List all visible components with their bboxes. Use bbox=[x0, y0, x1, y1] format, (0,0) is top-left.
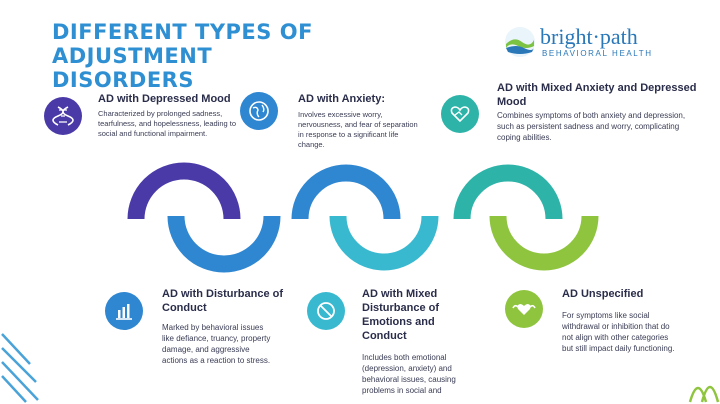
card-anxiety-description: Involves excessive worry, nervousness, a… bbox=[298, 110, 418, 149]
card-depressed-mood-description: Characterized by prolonged sadness, tear… bbox=[98, 109, 237, 138]
squiggle-decoration-right bbox=[688, 385, 720, 403]
card-conduct-description: Marked by behavioral issues like defianc… bbox=[162, 323, 271, 365]
card-unspecified-heading: AD Unspecified bbox=[562, 288, 644, 300]
arc-purple bbox=[127, 162, 241, 220]
card-unspecified-description: For symptoms like social withdrawal or i… bbox=[562, 311, 675, 353]
page-title: DIFFERENT TYPES OF ADJUSTMENT DISORDERS bbox=[52, 20, 313, 92]
card-mixed-anxiety-description: Combines symptoms of both anxiety and de… bbox=[497, 111, 686, 142]
card-mixed-anxiety-heading: AD with Mixed Anxiety and Depressed Mood bbox=[497, 82, 697, 108]
card-emotions-conduct-description: Includes both emotional (depression, anx… bbox=[362, 353, 456, 395]
dna-icon bbox=[44, 97, 82, 135]
heart-hands-icon bbox=[441, 95, 479, 133]
arc-green-lower bbox=[489, 215, 599, 271]
bar-chart-icon bbox=[105, 292, 143, 330]
logo-icon bbox=[505, 27, 535, 57]
logo-name: bright·path bbox=[540, 24, 638, 49]
card-depressed-mood-heading: AD with Depressed Mood bbox=[98, 93, 231, 105]
arc-cyan-lower bbox=[329, 215, 439, 271]
card-anxiety-heading: AD with Anxiety: bbox=[298, 93, 385, 105]
card-conduct-heading: AD with Disturbance of Conduct bbox=[162, 288, 284, 314]
globe-icon bbox=[240, 92, 278, 130]
no-sign-icon bbox=[307, 292, 345, 330]
squiggle-decoration-left bbox=[1, 333, 39, 403]
arc-blue-lower bbox=[167, 215, 281, 273]
card-emotions-conduct-heading: AD with Mixed Disturbance of Emotions an… bbox=[362, 288, 440, 342]
arc-blue bbox=[291, 164, 401, 220]
logo: bright·path BEHAVIORAL HEALTH bbox=[504, 22, 674, 62]
muscle-heart-icon bbox=[505, 290, 543, 328]
logo-tagline: BEHAVIORAL HEALTH bbox=[542, 49, 653, 58]
arc-teal bbox=[453, 164, 563, 220]
